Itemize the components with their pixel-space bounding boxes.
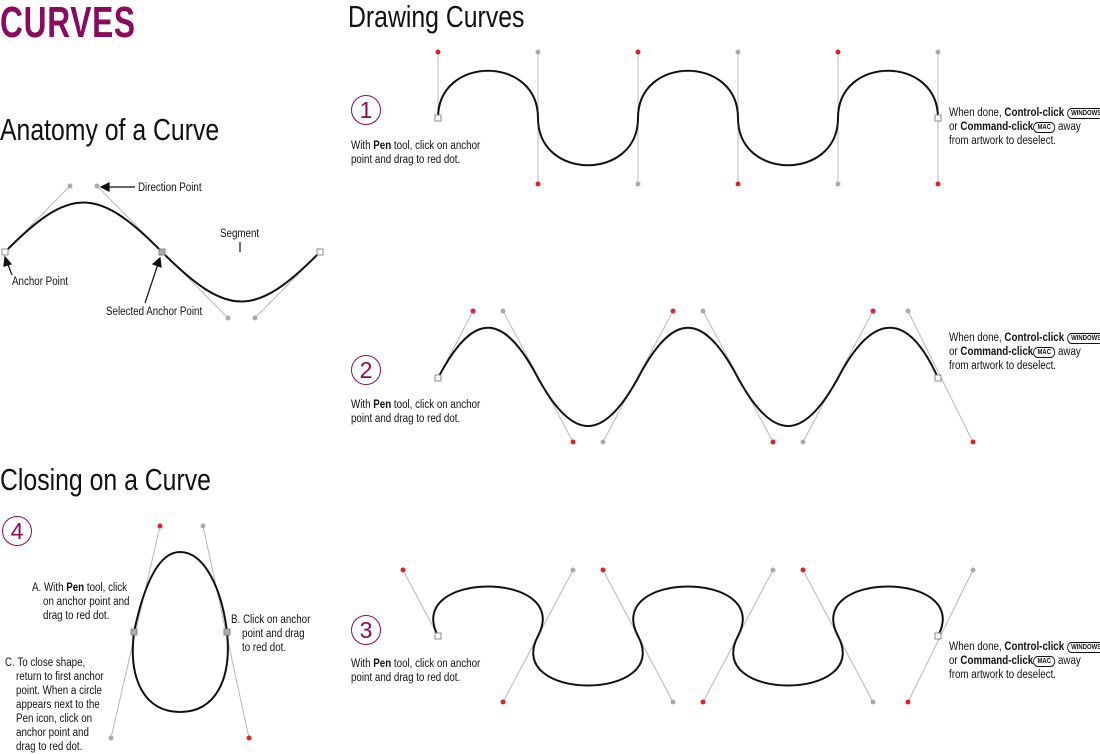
selected-anchor-point-label: Selected Anchor Point <box>106 306 203 318</box>
step-number-3: 3 <box>351 615 381 645</box>
curve-3 <box>432 585 944 687</box>
gray-dots <box>67 49 976 741</box>
red-dots <box>157 49 976 741</box>
segment-label: Segment <box>220 228 260 240</box>
page-title: CURVES <box>0 0 136 47</box>
drawing-heading: Drawing Curves <box>348 0 525 34</box>
anchor-point-label: Anchor Point <box>12 276 68 288</box>
curve-1 <box>437 69 939 167</box>
deselect-note-3: When done, Control-click WINDOWS or Comm… <box>949 640 1100 682</box>
callout-arrows <box>3 182 241 304</box>
closing-heading: Closing on a Curve <box>0 462 211 497</box>
step-number-1: 1 <box>351 95 381 125</box>
deselect-note-2: When done, Control-click WINDOWS or Comm… <box>949 331 1100 373</box>
anchor-squares <box>1 114 942 640</box>
step-number-2: 2 <box>351 355 381 385</box>
step-number-4: 4 <box>2 516 32 546</box>
closing-step-c: C. To close shape,return to first anchor… <box>5 657 104 753</box>
direction-point-label: Direction Point <box>138 182 202 194</box>
curve-2 <box>437 326 939 427</box>
anatomy-heading: Anatomy of a Curve <box>0 112 220 147</box>
curve-paths <box>4 69 944 714</box>
deselect-note-1: When done, Control-click WINDOWS or Comm… <box>949 106 1100 148</box>
